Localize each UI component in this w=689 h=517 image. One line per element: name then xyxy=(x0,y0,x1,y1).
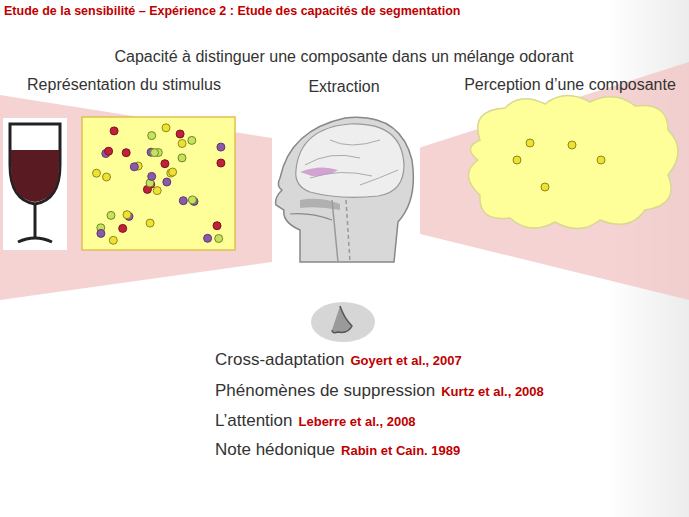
odorant-dot xyxy=(123,211,131,219)
odorant-dot xyxy=(130,163,138,171)
component-dots xyxy=(513,139,605,191)
wine-glass xyxy=(3,118,67,250)
odorant-dot xyxy=(163,178,171,186)
odorant-dot xyxy=(215,235,223,243)
mixture-square xyxy=(82,117,235,250)
odorant-dot xyxy=(188,196,196,204)
odorant-dot xyxy=(169,168,177,176)
citation: Rabin et Cain. 1989 xyxy=(341,443,460,458)
odorant-dot xyxy=(146,219,154,227)
odorant-dot xyxy=(119,224,127,232)
odorant-dot xyxy=(153,187,161,195)
odorant-dot xyxy=(217,143,225,151)
odorant-dot xyxy=(103,173,111,181)
odorant-dot xyxy=(151,149,159,157)
stage-label: Extraction xyxy=(308,78,379,96)
odorant-dot xyxy=(97,229,105,237)
odorant-dot xyxy=(122,149,130,157)
citation: Kurtz et al., 2008 xyxy=(441,384,544,399)
factor-item: Cross-adaptation xyxy=(215,350,344,370)
right-band xyxy=(412,62,689,300)
odorant-dot xyxy=(109,236,117,244)
stage-label: Représentation du stimulus xyxy=(27,76,221,94)
factor-item: L’attention xyxy=(215,411,293,431)
factor-item: Phénomènes de suppression xyxy=(215,381,435,401)
odorant-dot xyxy=(178,140,186,148)
odorant-dot xyxy=(161,160,169,168)
odorant-dot xyxy=(105,147,113,155)
subtitle: Capacité à distinguer une composante dan… xyxy=(115,48,574,66)
odorant-dot xyxy=(148,132,156,140)
odorant-dot xyxy=(162,124,170,132)
odorant-dot xyxy=(213,222,221,230)
factor-item: Note hédonique xyxy=(215,440,335,460)
citation: Leberre et al., 2008 xyxy=(299,414,416,429)
odorant-dot xyxy=(188,136,196,144)
odorant-dot xyxy=(176,130,184,138)
citation: Goyert et al., 2007 xyxy=(350,353,461,368)
odorant-dot xyxy=(179,197,187,205)
odorant-dot xyxy=(107,211,115,219)
odorant-dot xyxy=(110,127,118,135)
slide-title: Etude de la sensibilité – Expérience 2 :… xyxy=(4,4,460,18)
odorant-dot xyxy=(93,169,101,177)
odorant-dots xyxy=(93,124,225,245)
odorant-dot xyxy=(217,159,225,167)
head-section xyxy=(272,108,420,266)
stage-label: Perception d’une composante xyxy=(464,76,676,94)
odorant-dot xyxy=(204,234,212,242)
perception-cloud xyxy=(468,95,678,228)
left-band xyxy=(0,95,272,300)
odorant-dot xyxy=(178,154,186,162)
odorant-dot xyxy=(148,172,156,180)
nose-icon xyxy=(311,302,375,342)
